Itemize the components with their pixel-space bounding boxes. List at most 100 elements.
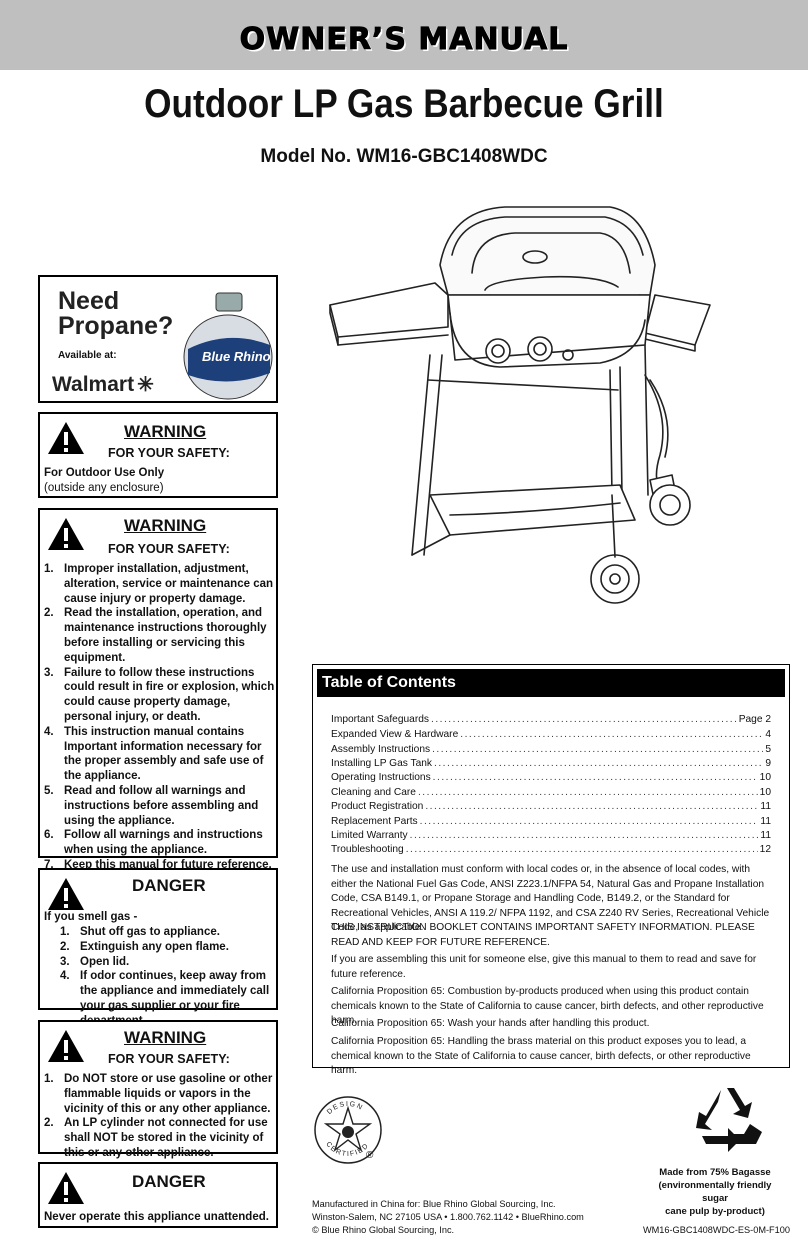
list-item-number: 7. [44, 858, 54, 871]
list-item-number: 4. [60, 970, 70, 983]
toc-entry[interactable]: Operating Instructions..................… [331, 771, 771, 785]
toc-entry-page: 11 [760, 830, 771, 841]
spark-icon: ✳ [137, 374, 154, 396]
warning-triangle-icon [48, 1172, 84, 1204]
list-item-text: This instruction manual contains Importa… [64, 725, 264, 783]
toc-entry[interactable]: Product Registration....................… [331, 800, 771, 814]
list-item: 4. If odor continues, keep away from the … [60, 969, 274, 1028]
list-item-number: 3. [60, 955, 70, 968]
recycle-line-3: cane pulp by-product) [665, 1206, 765, 1217]
toc-entry-page: 9 [765, 758, 771, 769]
list-item-text: Read and follow all warnings and instruc… [64, 784, 259, 827]
document-code: WM16-GBC1408WDC-ES-0M-F100 [642, 1225, 790, 1235]
prop65-paragraph-1: California Proposition 65: Combustion by… [331, 986, 764, 1027]
list-item-number: 4. [44, 725, 54, 738]
header-banner: OWNER’S MANUAL [0, 0, 808, 70]
toc-leader-dots: ........................................… [409, 830, 759, 841]
safety-instruction-list: 1.Improper installation, adjustment, alt… [44, 562, 276, 873]
warning-title: WARNING [124, 516, 207, 535]
toc-entry[interactable]: Assembly Instructions...................… [331, 743, 771, 757]
toc-entry-page: 11 [760, 816, 771, 827]
danger-text: Never operate this appliance unattended. [44, 1211, 269, 1223]
warning-title: WARNING [124, 422, 207, 441]
list-item: 2.Extinguish any open flame. [60, 940, 274, 955]
prop65-paragraph-2: California Proposition 65: Wash your han… [331, 1018, 650, 1029]
walmart-wordmark: Walmart [52, 373, 135, 396]
list-item-number: 1. [44, 563, 54, 575]
warning-subtitle: FOR YOUR SAFETY: [108, 1052, 230, 1066]
list-item: 1.Improper installation, adjustment, alt… [44, 562, 276, 606]
toc-entry-page: 4 [765, 729, 771, 740]
toc-entry[interactable]: Limited Warranty........................… [331, 829, 771, 843]
list-item-text: Follow all warnings and instructions whe… [64, 829, 263, 857]
list-item-text: If odor continues, keep away from the ap… [80, 970, 270, 1026]
toc-entry[interactable]: Troubleshooting.........................… [331, 843, 771, 857]
list-item-text: Extinguish any open flame. [80, 940, 229, 953]
toc-entry[interactable]: Replacement Parts.......................… [331, 815, 771, 829]
danger-intro: If you smell gas - [44, 911, 138, 923]
list-item-number: 1. [44, 1073, 54, 1085]
warning-box-safety: WARNING FOR YOUR SAFETY: 1.Improper inst… [38, 508, 278, 871]
assembling-paragraph: If you are assembling this unit for some… [331, 954, 757, 980]
toc-entry-page: 12 [759, 844, 771, 855]
propane-advertisement: Need Propane? Available at: Walmart✳ Blu… [38, 275, 278, 403]
list-item-number: 2. [44, 1117, 54, 1130]
warning-triangle-icon [48, 518, 84, 550]
toc-entry[interactable]: Expanded View & Hardware................… [331, 728, 771, 742]
toc-entry-label: Limited Warranty [331, 830, 408, 841]
list-item: 7.Keep this manual for future reference. [44, 858, 276, 873]
toc-leader-dots: ........................................… [432, 772, 758, 783]
danger-title: DANGER [132, 876, 206, 895]
list-item: 2. Read the installation, operation, and … [44, 606, 276, 665]
warning-subtitle: FOR YOUR SAFETY: [108, 446, 230, 460]
warning-subtitle: FOR YOUR SAFETY: [108, 542, 230, 556]
toc-entry-page: 5 [765, 744, 771, 755]
booklet-paragraph: THIS INSTRUCTION BOOKLET CONTAINS IMPORT… [331, 922, 755, 948]
list-item: 1.Do NOT store or use gasoline or other … [44, 1072, 276, 1116]
page-title: Outdoor LP Gas Barbecue Grill [144, 82, 664, 126]
grill-illustration [329, 206, 711, 604]
list-item-text: Shut off gas to appliance. [80, 926, 220, 938]
warning-triangle-icon [48, 878, 84, 910]
list-item-text: Open lid. [80, 955, 130, 968]
toc-entry-label: Expanded View & Hardware [331, 729, 459, 740]
toc-leader-dots: ........................................… [434, 758, 764, 769]
model-number: Model No. WM16-GBC1408WDC [260, 146, 548, 167]
list-item-number: 1. [60, 926, 70, 938]
list-item-number: 5. [44, 784, 54, 797]
manufacturer-line-1: Manufactured in China for: Blue Rhino Gl… [312, 1199, 556, 1209]
list-item: 6. Follow all warnings and instructions w… [44, 828, 276, 858]
warning-line-1: For Outdoor Use Only [44, 467, 165, 479]
propane-headline: Need Propane? [58, 289, 173, 339]
propane-headline-line2: Propane? [58, 312, 174, 340]
list-item-text: Read the installation, operation, and ma… [64, 607, 267, 664]
toc-leader-dots: ........................................… [432, 744, 764, 755]
list-item-number: 2. [44, 607, 54, 620]
manufacturer-line-2: Winston-Salem, NC 27105 USA • 1.800.762.… [312, 1212, 584, 1222]
table-of-contents: Table of Contents Important Safeguards..… [312, 664, 790, 1076]
list-item-number: 6. [44, 829, 54, 842]
propane-tank-icon: Blue Rhino [183, 292, 273, 400]
warning-triangle-icon [48, 1030, 84, 1062]
toc-entry-page: Page 2 [738, 714, 771, 725]
list-item-number: 3. [44, 666, 54, 679]
walmart-logo: Walmart✳ [52, 372, 154, 397]
toc-entry-page: 10 [759, 787, 771, 798]
toc-entry[interactable]: Important Safeguards....................… [331, 713, 771, 727]
toc-leader-dots: ........................................… [405, 844, 758, 855]
toc-leader-dots: ........................................… [419, 816, 759, 827]
gas-smell-steps: 1. Shut off gas to appliance. 2.Extinguis… [60, 925, 274, 1029]
warning-box-outdoor: WARNING FOR YOUR SAFETY: For Outdoor Use… [38, 412, 278, 498]
toc-entry[interactable]: Installing LP Gas Tank..................… [331, 757, 771, 771]
banner-title: OWNER’S MANUAL [239, 22, 569, 58]
danger-box-unattended: DANGER Never operate this appliance unat… [38, 1162, 278, 1228]
toc-leader-dots: ........................................… [425, 801, 759, 812]
warning-box-flammables: WARNING FOR YOUR SAFETY: 1.Do NOT store … [38, 1020, 278, 1159]
toc-entry-label: Important Safeguards [331, 714, 429, 725]
toc-entry-label: Product Registration [331, 801, 424, 812]
propane-headline-line1: Need [58, 287, 120, 315]
flammables-warning-list: 1.Do NOT store or use gasoline or other … [44, 1072, 276, 1161]
seal-top-text: DESIGN [326, 1101, 363, 1116]
danger-box-gas-smell: DANGER If you smell gas - 1. Shut off gas… [38, 868, 278, 1027]
toc-entry[interactable]: Cleaning and Care.......................… [331, 786, 771, 800]
